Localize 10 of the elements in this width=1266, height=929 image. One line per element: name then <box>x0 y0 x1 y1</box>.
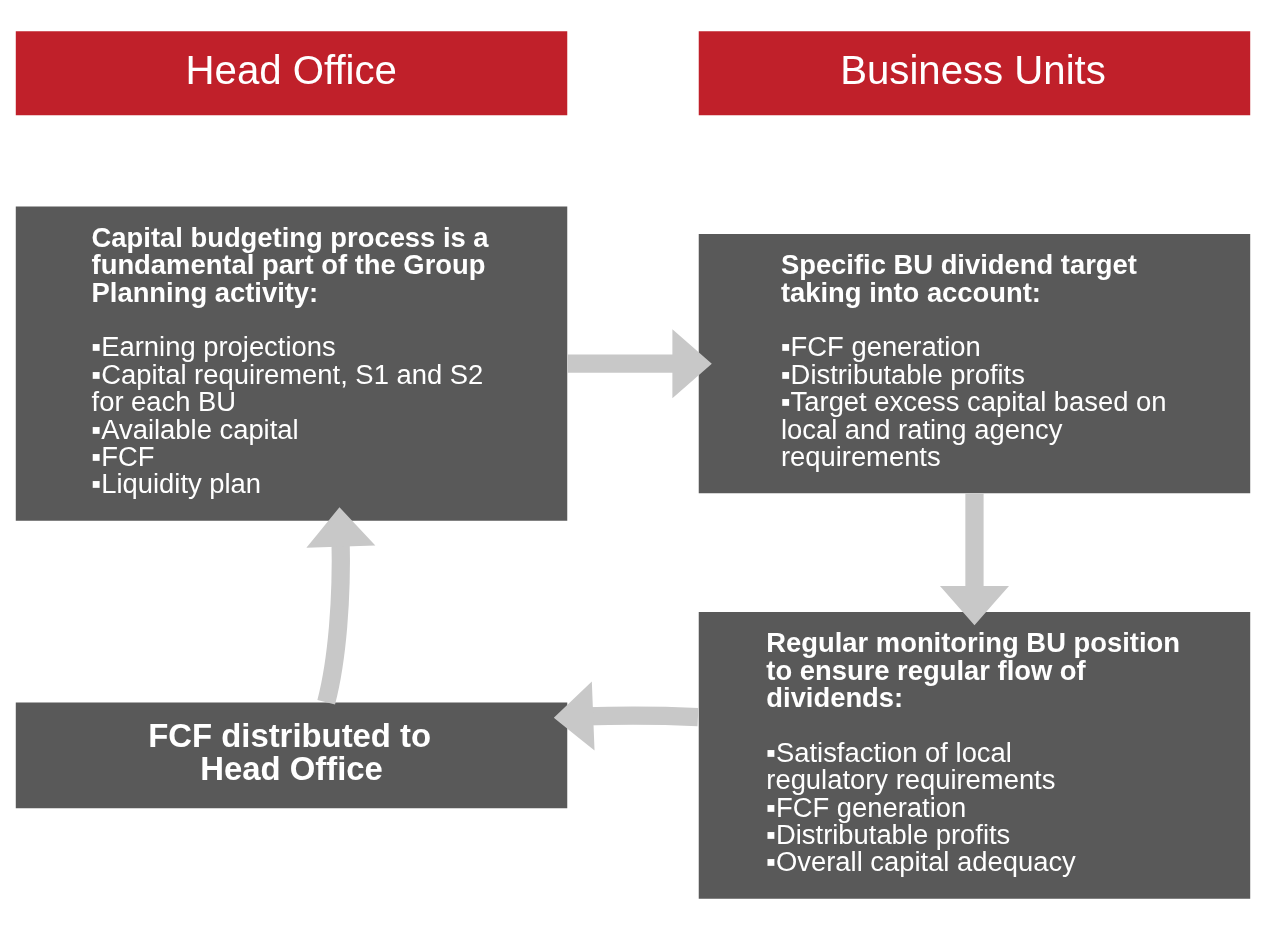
node-box: Business Units <box>698 30 1251 115</box>
arrow <box>553 681 699 751</box>
node-box: FCF distributed to Head Office <box>15 701 568 808</box>
node-box: Specific BU dividend target taking into account: ▪FCF generation ▪Distributable profits ▪Target excess capital based on local and rating agency requirements <box>698 233 1251 493</box>
node-box: Capital budgeting process is a fundamental part of the Group Planning activity: ▪Earning projections ▪Capital requirement, S1 and S2 for each BU ▪Available capital ▪FCF ▪Liquidity plan <box>15 206 568 521</box>
arrow <box>940 493 1009 625</box>
node-box: Regular monitoring BU position to ensure regular flow of dividends: ▪Satisfaction of local regulatory requirements ▪FCF generation ▪Distributable profits ▪Overall capital adequacy <box>698 611 1251 899</box>
arrow <box>306 506 376 704</box>
arrow <box>567 328 712 398</box>
node-box: Head Office <box>15 30 568 115</box>
